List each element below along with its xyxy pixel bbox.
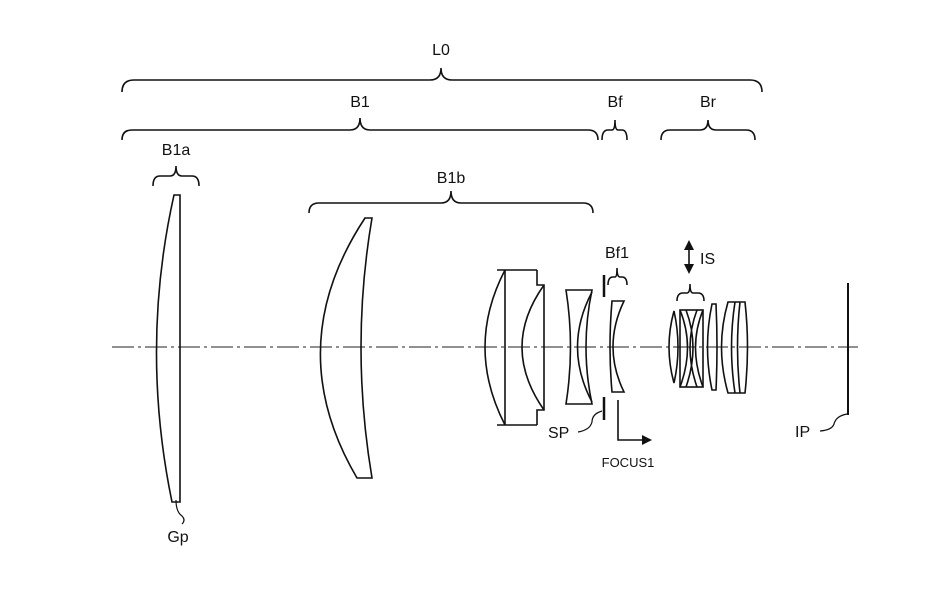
brace-Br bbox=[660, 119, 756, 141]
label-B1a: B1a bbox=[162, 142, 191, 159]
focus-arrow-icon bbox=[617, 400, 652, 445]
label-B1b: B1b bbox=[437, 170, 466, 187]
brace-B1 bbox=[121, 117, 599, 141]
lens-cemented-group bbox=[484, 269, 545, 426]
label-Bf1: Bf1 bbox=[605, 245, 629, 262]
lens-rear-group bbox=[668, 301, 749, 394]
brace-IS bbox=[676, 283, 705, 302]
lens-negative-doublet bbox=[565, 289, 593, 405]
brace-L0 bbox=[121, 67, 763, 93]
lens-B1b-front bbox=[319, 217, 373, 479]
brace-B1b bbox=[308, 190, 594, 214]
lens-Bf1 bbox=[609, 300, 626, 393]
label-Gp: Gp bbox=[167, 529, 188, 546]
brace-Bf bbox=[601, 119, 628, 141]
label-IP: IP bbox=[795, 424, 810, 441]
leader-IP bbox=[819, 413, 848, 432]
label-IS: IS bbox=[700, 251, 715, 268]
brace-B1a bbox=[152, 165, 200, 187]
brace-Bf1 bbox=[607, 267, 628, 286]
label-SP: SP bbox=[548, 425, 569, 442]
is-double-arrow-icon bbox=[684, 240, 694, 274]
label-Br: Br bbox=[700, 94, 717, 111]
leader-SP bbox=[577, 410, 603, 433]
leader-Gp bbox=[175, 499, 185, 525]
label-B1: B1 bbox=[350, 94, 370, 111]
label-Bf: Bf bbox=[607, 94, 623, 111]
label-L0: L0 bbox=[432, 42, 450, 59]
lens-Gp bbox=[155, 194, 181, 503]
label-FOCUS1: FOCUS1 bbox=[602, 455, 655, 470]
